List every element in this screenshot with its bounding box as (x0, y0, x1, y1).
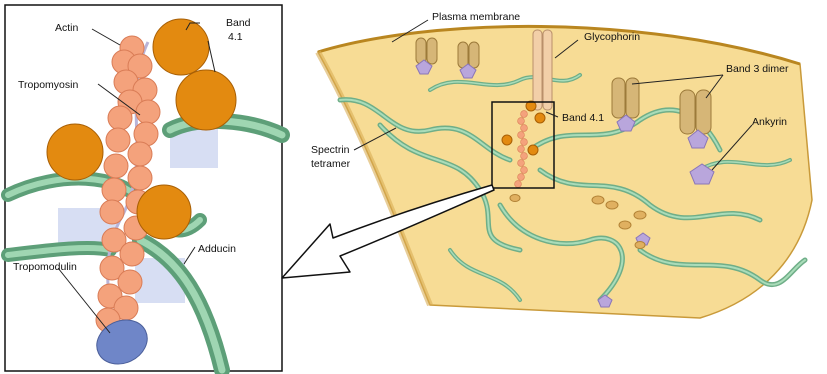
tropomodulin-label: Tropomodulin (13, 261, 77, 273)
magnified-panel: Actin Band 4.1 Tropomyosin Adducin Tropo… (5, 5, 282, 372)
spectrin-tetramer-label-line1: Spectrin (311, 144, 350, 156)
ankyrin-label: Ankyrin (752, 116, 787, 128)
actin-monomer (102, 178, 126, 202)
actin-monomer (106, 128, 130, 152)
actin-monomer (128, 142, 152, 166)
actin-monomer (136, 100, 160, 124)
actin-label: Actin (55, 22, 79, 34)
glycophorin-protein (533, 30, 552, 110)
tropomyosin-label: Tropomyosin (18, 79, 78, 91)
plasma-membrane-label: Plasma membrane (432, 11, 520, 23)
actin-monomer (108, 106, 132, 130)
actin-monomer (100, 200, 124, 224)
band41-label-right: Band 4.1 (562, 112, 604, 124)
band3-dimer-label: Band 3 dimer (726, 63, 789, 75)
band41-sphere (176, 70, 236, 130)
band41-label-left-line1: Band (226, 17, 251, 29)
adducin-label: Adducin (198, 243, 236, 255)
band41-label-left-line2: 4.1 (228, 31, 243, 43)
band41-sphere (47, 124, 103, 180)
spectrin-tetramer-label-line2: tetramer (311, 158, 351, 170)
actin-monomer (120, 242, 144, 266)
actin-monomer (104, 154, 128, 178)
actin-monomer (128, 166, 152, 190)
glycophorin-label: Glycophorin (584, 31, 640, 43)
actin-monomer (118, 270, 142, 294)
band41-sphere (153, 19, 209, 75)
band41-sphere (137, 185, 191, 239)
